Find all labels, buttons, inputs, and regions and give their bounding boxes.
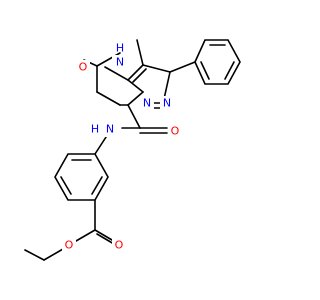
atom-ring-n: N <box>163 97 171 110</box>
bond-ch2-ch3 <box>24 249 45 261</box>
bond-o-ch2 <box>43 248 64 261</box>
bond-n-c3a <box>127 79 144 93</box>
atom-ester-o-single: O <box>65 239 74 252</box>
benzoate-inner-3 <box>91 176 103 195</box>
atom-ester-o-double: O <box>115 239 124 252</box>
bond-ester-c-o-double <box>94 229 113 241</box>
atom-amide-o: O <box>171 125 180 138</box>
atom-amide-h: H <box>91 123 99 136</box>
phenyl-ring <box>194 39 241 85</box>
atom-nh-h: H <box>116 42 124 55</box>
bond-c3a-c3-double <box>132 68 147 83</box>
bond-c7-n <box>127 91 144 106</box>
atom-labels: N H O N N O H N O O <box>62 42 182 252</box>
atom-amide-n: N <box>106 123 114 136</box>
bond-c2-n <box>163 71 171 100</box>
bond-ester-c-o-single <box>75 229 96 242</box>
bond-c3-c2 <box>142 64 171 73</box>
bond-layer <box>24 39 241 261</box>
bond-c5-c6 <box>96 91 121 106</box>
benzoate-inner-2 <box>60 176 72 195</box>
benzoate-ring <box>54 153 109 201</box>
bond-amide-n-ring <box>94 133 109 155</box>
bond-c7-amide-c <box>127 104 141 129</box>
bond-c2-ph <box>169 61 196 73</box>
bond-nh-c3a <box>104 66 129 81</box>
bond-c3-methyl <box>136 39 144 66</box>
molecule-structure: N H O N N O H N O O <box>24 39 241 261</box>
phenyl-inner-3 <box>200 61 210 80</box>
bond-ester-c-o-double-2 <box>96 233 115 245</box>
phenyl-inner-2 <box>224 61 235 80</box>
bond-c3a-c3 <box>127 64 144 81</box>
atom-ketone-o: O <box>79 61 88 74</box>
atom-nh: N <box>116 56 124 69</box>
atom-bridge-n: N <box>143 97 151 110</box>
